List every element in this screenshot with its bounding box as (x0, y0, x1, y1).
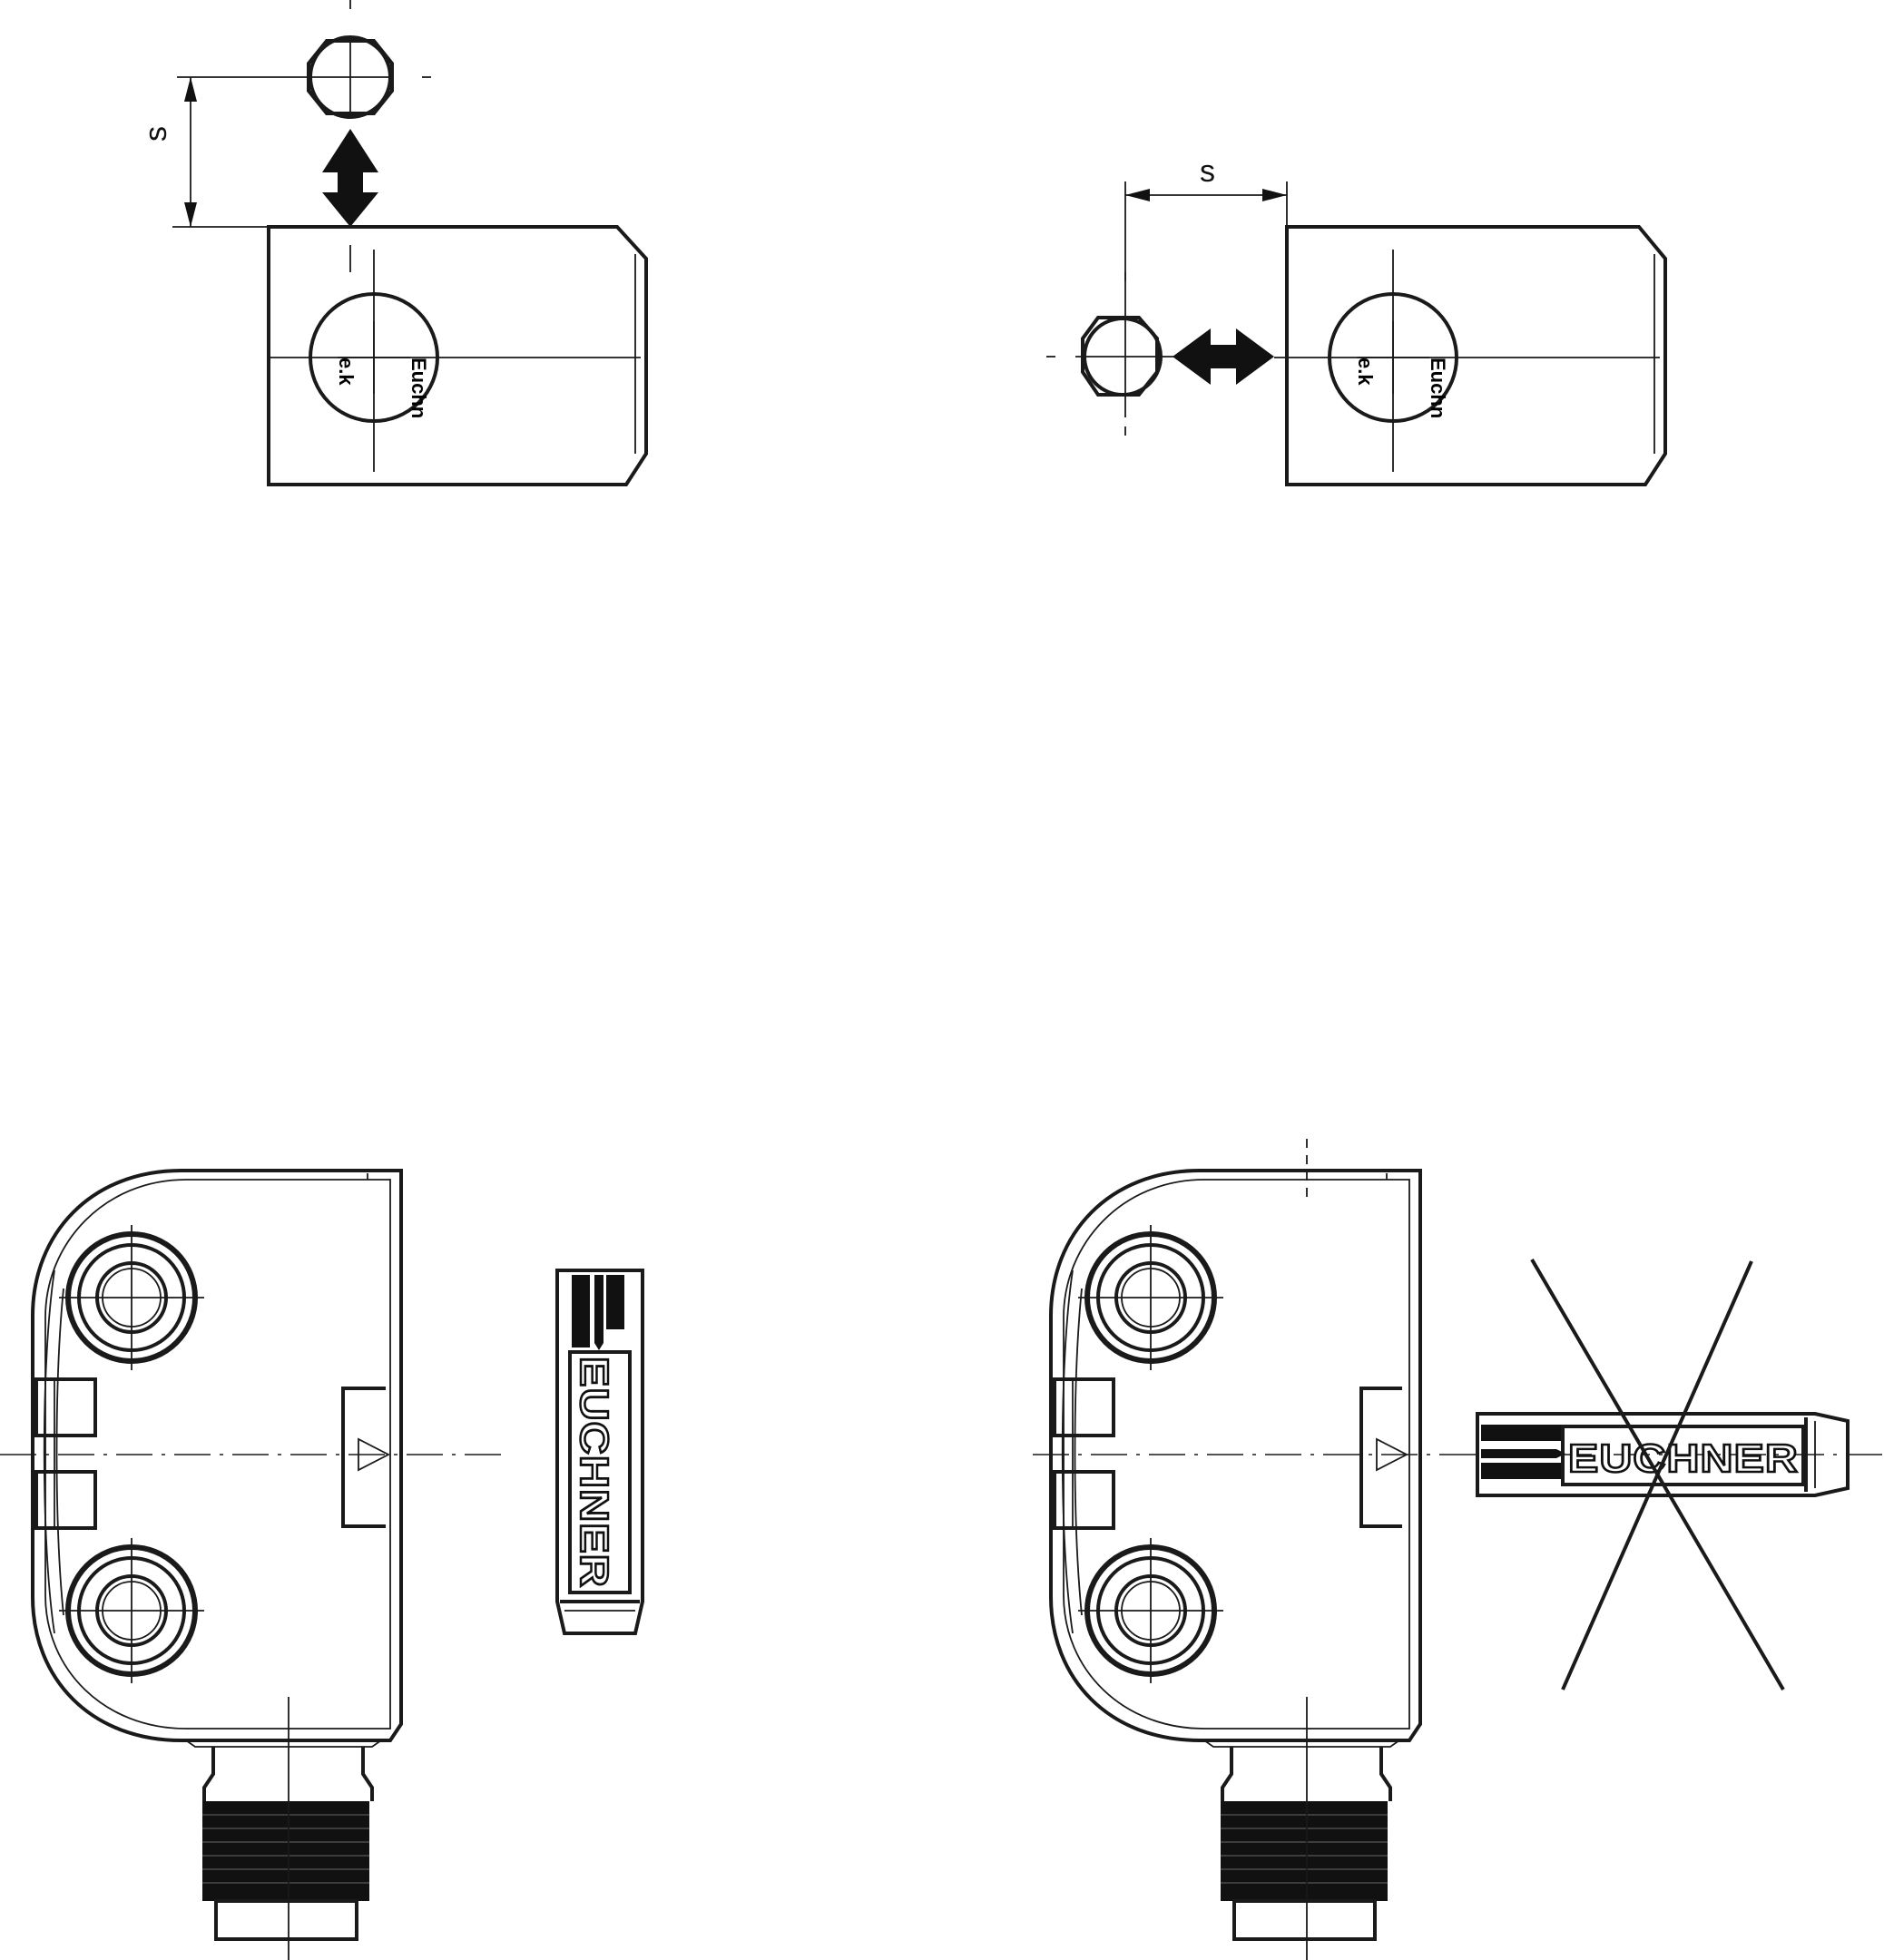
distance-label-vertical: s (139, 126, 173, 142)
invalid-cross-icon (1530, 1258, 1785, 1691)
actuator-circle-side (1046, 272, 1180, 436)
actuator-circle-top (177, 0, 431, 119)
distance-label-horizontal: s (1200, 154, 1215, 189)
actuator-horizontal: EUCHNER (1476, 1412, 1850, 1497)
bottom-left-view: EUCHNER (0, 1169, 644, 1960)
top-left-view: s (139, 0, 648, 486)
actuator-brand-crossed: EUCHNER (1568, 1436, 1799, 1481)
sensor-body-top-right (1274, 225, 1667, 486)
dimension-s-vertical: s (139, 77, 272, 228)
sensor-housing-right (1033, 1139, 1884, 1960)
sensor-body-top-left (267, 225, 648, 486)
bottom-right-view: EUCHNER (1033, 1139, 1884, 1960)
double-arrow-vertical-icon (322, 129, 378, 227)
actuator-brand-upright: EUCHNER (572, 1357, 616, 1588)
top-right-view: s (1046, 154, 1667, 486)
actuator-upright: EUCHNER (555, 1269, 644, 1635)
sensor-housing-left (0, 1169, 508, 1960)
dimension-s-horizontal: s (1124, 154, 1288, 281)
double-arrow-horizontal-icon (1173, 328, 1274, 385)
